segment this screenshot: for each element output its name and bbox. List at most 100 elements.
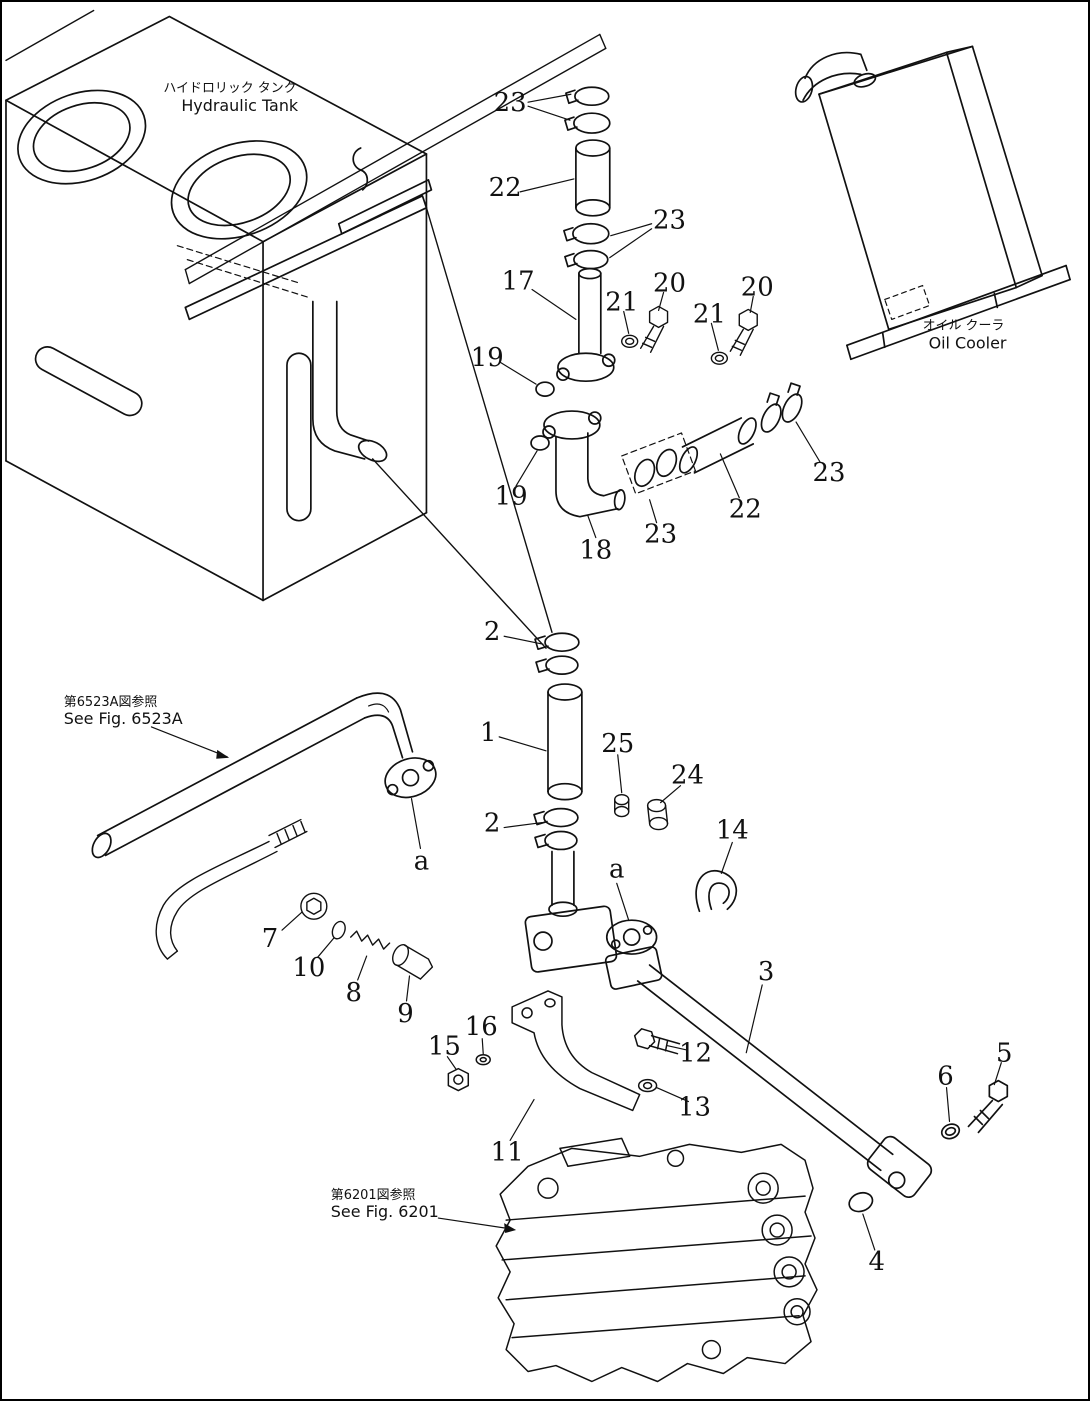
plug-7 bbox=[300, 892, 328, 920]
small-parts-7-10 bbox=[300, 892, 434, 980]
hook-part bbox=[352, 147, 369, 191]
oil-cooler-label-jp: オイル クーラ bbox=[923, 318, 1005, 333]
hydraulic-tank-label-jp: ハイドロリック タンク bbox=[163, 81, 296, 96]
end-fitting bbox=[866, 1135, 933, 1199]
callout-23-0: 23 bbox=[494, 88, 527, 118]
callout-4-34: 4 bbox=[869, 1247, 885, 1277]
callout-21-5: 21 bbox=[605, 287, 638, 317]
callout-3-26: 3 bbox=[758, 957, 774, 987]
pipe-3 bbox=[648, 964, 894, 1156]
panel-lines bbox=[5, 9, 607, 649]
callout-19-8: 19 bbox=[471, 343, 504, 373]
fitting-9 bbox=[391, 944, 410, 967]
callout-22-1: 22 bbox=[489, 173, 522, 203]
callout-21-7: 21 bbox=[693, 299, 726, 329]
clamp-2 bbox=[544, 830, 578, 851]
washer-21 bbox=[710, 351, 729, 365]
arrowhead bbox=[504, 1223, 517, 1234]
callout-17-3: 17 bbox=[502, 267, 535, 297]
callout-24-17: 24 bbox=[671, 761, 704, 791]
washer-13 bbox=[637, 1078, 658, 1093]
u-hose-14 bbox=[695, 869, 738, 913]
callout-20-6: 20 bbox=[741, 272, 774, 302]
see-fig-6523a-label-en: See Fig. 6523A bbox=[64, 709, 183, 728]
pipe-3-assembly bbox=[636, 964, 1009, 1213]
see-fig-6201-label-jp: 第6201図参照 bbox=[331, 1187, 416, 1203]
flange-a-right bbox=[605, 919, 658, 955]
oil-cooler-label-en: Oil Cooler bbox=[929, 333, 1007, 352]
washer-16 bbox=[475, 1053, 491, 1066]
see-fig-6201-label-en: See Fig. 6201 bbox=[331, 1202, 439, 1221]
clamp-23 bbox=[781, 393, 803, 423]
callout-23-2: 23 bbox=[653, 206, 686, 236]
plug-25 bbox=[614, 793, 630, 806]
see-fig-6523a-label-jp: 第6523A図参照 bbox=[64, 694, 158, 710]
clamp-23 bbox=[760, 403, 782, 433]
elbow-hose-18 bbox=[555, 436, 619, 518]
bolts-washers-top bbox=[621, 305, 758, 365]
flange-17 bbox=[557, 352, 615, 383]
hydraulic-tank-label-en: Hydraulic Tank bbox=[181, 96, 299, 115]
valve-center bbox=[524, 901, 663, 990]
ring-10 bbox=[331, 920, 346, 940]
clamp-2 bbox=[545, 655, 579, 675]
callout-25-16: 25 bbox=[601, 729, 634, 759]
leader-lines bbox=[150, 93, 1002, 1251]
bolt-20 bbox=[648, 305, 669, 329]
callout-a-20: a bbox=[414, 846, 429, 876]
tank-handle-slot bbox=[34, 346, 143, 417]
oil-cooler-elbow-pipe bbox=[794, 51, 877, 103]
clamp-23 bbox=[633, 458, 656, 488]
o-ring-4 bbox=[848, 1191, 874, 1213]
callout-16-27: 16 bbox=[465, 1012, 498, 1042]
callout-15-28: 15 bbox=[428, 1032, 461, 1062]
clamp-23 bbox=[573, 249, 609, 270]
control-valve-6201 bbox=[495, 1137, 818, 1383]
flange-a-left bbox=[384, 757, 437, 799]
callout-23-13: 23 bbox=[812, 458, 845, 488]
callout-9-25: 9 bbox=[397, 999, 413, 1029]
bolt-20 bbox=[738, 308, 758, 332]
callout-5-32: 5 bbox=[996, 1039, 1012, 1069]
o-ring-19 bbox=[535, 381, 555, 397]
callout-12-29: 12 bbox=[679, 1039, 712, 1069]
center-tube bbox=[533, 632, 583, 907]
hose-22 bbox=[575, 139, 611, 157]
hydraulic-tank bbox=[5, 15, 428, 602]
callout-13-30: 13 bbox=[678, 1092, 711, 1122]
tank-side-slot bbox=[286, 352, 312, 522]
hose-stack-upper bbox=[530, 86, 626, 518]
tube-1 bbox=[547, 683, 583, 701]
callout-8-24: 8 bbox=[345, 978, 361, 1008]
spiral-hose bbox=[155, 818, 308, 960]
washer-21 bbox=[621, 334, 639, 348]
flange-18 bbox=[543, 410, 601, 440]
tank-plate bbox=[184, 147, 433, 321]
callout-10-23: 10 bbox=[292, 953, 325, 983]
oil-cooler bbox=[794, 45, 1071, 361]
clamp-23 bbox=[574, 86, 610, 107]
bolt-12 bbox=[633, 1028, 656, 1050]
callout-19-9: 19 bbox=[495, 482, 528, 512]
clamp-23 bbox=[572, 222, 610, 245]
callout-20-4: 20 bbox=[653, 269, 686, 299]
hose-22 bbox=[678, 446, 699, 474]
nut-15 bbox=[447, 1067, 470, 1092]
arrowhead bbox=[216, 749, 230, 759]
spring-8 bbox=[350, 930, 391, 950]
tank-pipe bbox=[312, 300, 388, 463]
callout-6-33: 6 bbox=[937, 1062, 953, 1092]
callout-23-11: 23 bbox=[644, 520, 677, 550]
callout-1-15: 1 bbox=[480, 718, 496, 748]
hose-right bbox=[621, 382, 803, 495]
callout-18-10: 18 bbox=[579, 536, 612, 566]
bolt-5 bbox=[988, 1079, 1009, 1103]
callout-a-21: a bbox=[609, 854, 624, 884]
suction-pipe bbox=[91, 692, 437, 859]
washer-6 bbox=[940, 1123, 961, 1140]
clamp-23 bbox=[655, 448, 678, 478]
